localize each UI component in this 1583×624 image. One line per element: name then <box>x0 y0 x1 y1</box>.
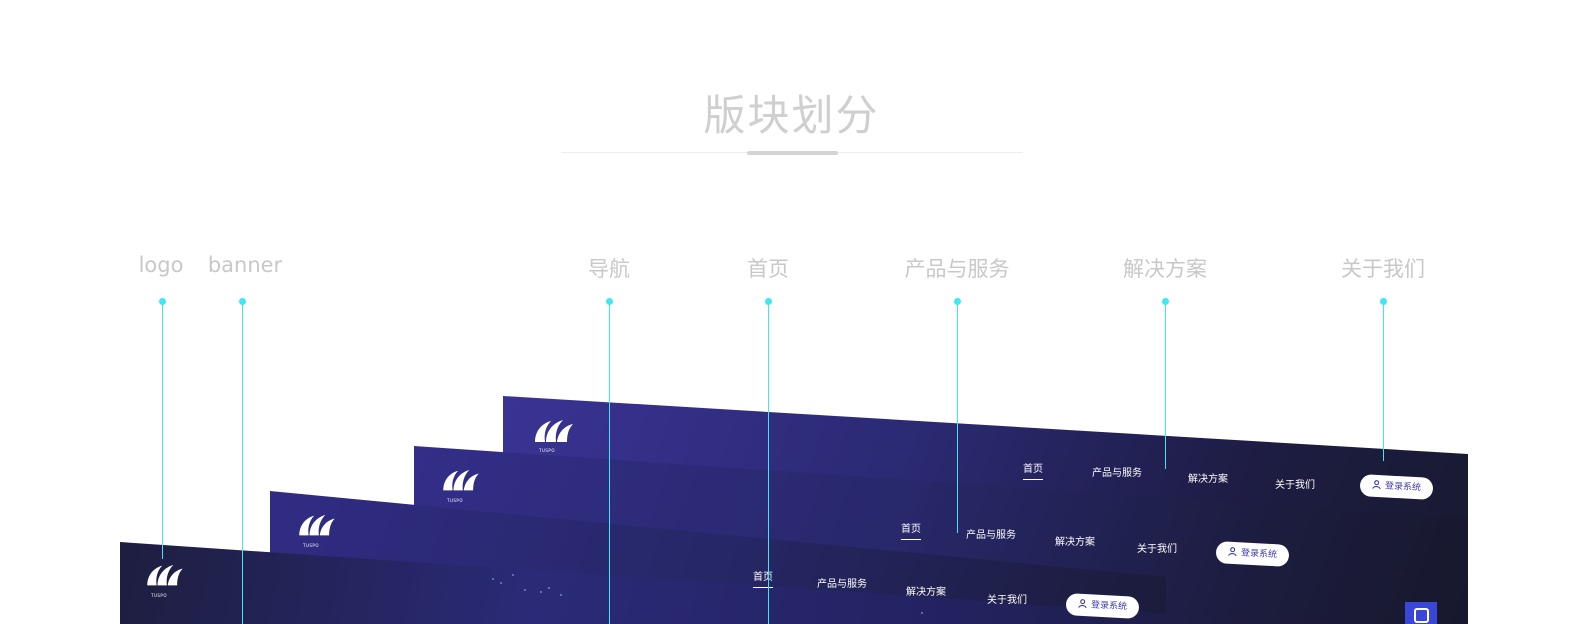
annotation-label-about: 关于我们 <box>1341 253 1425 283</box>
nav-products[interactable]: 产品与服务 <box>817 575 867 590</box>
logo-icon: TUSPO <box>533 418 575 452</box>
annotation-label-logo: logo <box>139 253 184 277</box>
annotation-line-logo <box>162 301 163 559</box>
annotation-label-banner: banner <box>208 253 282 277</box>
annotation-line-banner <box>242 301 243 624</box>
nav-solutions[interactable]: 解决方案 <box>1188 470 1228 485</box>
logo-caption: TUSPO <box>151 593 167 598</box>
annotation-line-solutions <box>1165 301 1166 469</box>
nav-about[interactable]: 关于我们 <box>1275 476 1315 491</box>
annotation-label-products: 产品与服务 <box>905 253 1010 283</box>
title-divider-accent <box>747 151 838 155</box>
annotation-label-nav: 导航 <box>588 253 630 283</box>
user-icon <box>1228 547 1237 556</box>
logo-icon: TUSPO <box>297 513 339 547</box>
login-button[interactable]: 登录系统 <box>1215 541 1289 567</box>
login-button-label: 登录系统 <box>1091 600 1127 612</box>
logo-icon: TUSPO <box>441 468 483 502</box>
nav-products[interactable]: 产品与服务 <box>966 526 1016 541</box>
login-button[interactable]: 登录系统 <box>1359 474 1433 500</box>
annotation-label-solutions: 解决方案 <box>1123 253 1207 283</box>
login-button-label: 登录系统 <box>1241 548 1277 560</box>
annotation-line-products <box>957 301 958 533</box>
page-title: 版块划分 <box>0 82 1583 143</box>
nav-home[interactable]: 首页 <box>753 568 773 583</box>
annotation-label-home: 首页 <box>747 253 789 283</box>
nav-solutions[interactable]: 解决方案 <box>1055 533 1095 548</box>
logo-icon: TUSPO <box>145 563 187 597</box>
nav-home[interactable]: 首页 <box>901 520 921 535</box>
annotation-line-about <box>1383 301 1384 461</box>
logo-caption: TUSPO <box>303 543 319 548</box>
user-icon <box>1078 599 1087 608</box>
annotation-line-home <box>768 301 769 624</box>
logo-caption: TUSPO <box>539 448 555 453</box>
login-button-label: 登录系统 <box>1385 481 1421 493</box>
nav-home[interactable]: 首页 <box>1023 460 1043 475</box>
nav-solutions[interactable]: 解决方案 <box>906 583 946 598</box>
annotation-line-nav <box>609 301 610 624</box>
side-badge-icon[interactable] <box>1405 602 1437 624</box>
login-button[interactable]: 登录系统 <box>1065 593 1139 619</box>
logo-caption: TUSPO <box>447 498 463 503</box>
nav-about[interactable]: 关于我们 <box>1137 540 1177 555</box>
user-icon <box>1372 480 1381 489</box>
nav-products[interactable]: 产品与服务 <box>1092 464 1142 479</box>
nav-about[interactable]: 关于我们 <box>987 591 1027 606</box>
